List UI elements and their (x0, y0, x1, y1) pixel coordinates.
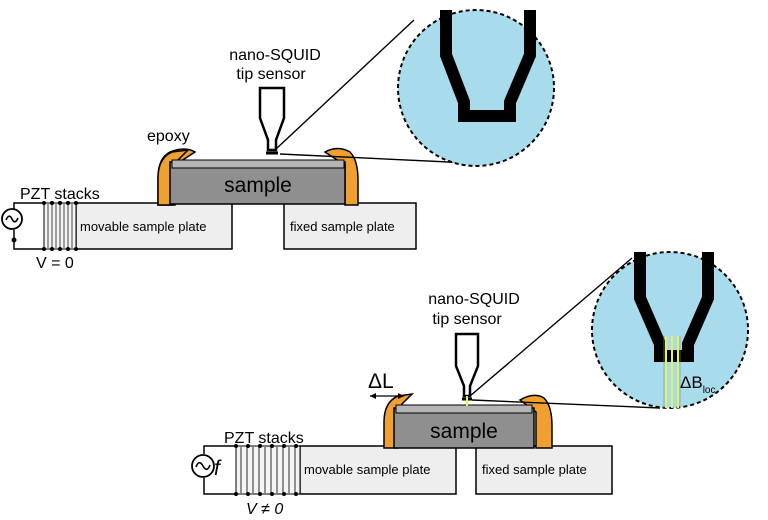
bottom-sample-label: sample (430, 420, 498, 443)
bottom-sensor-label-line2: tip sensor (432, 311, 502, 328)
bottom-sensor-label-line1: nano-SQUID (428, 291, 520, 308)
top-movable-plate-label: movable sample plate (80, 219, 206, 234)
bottom-frequency-label: f (214, 457, 222, 480)
top-sensor-label-line2: tip sensor (236, 66, 306, 83)
bottom-movable-plate-label: movable sample plate (304, 462, 430, 477)
bottom-pzt-layers (240, 446, 296, 494)
bottom-sample (393, 407, 535, 449)
top-pzt-label: PZT stacks (20, 186, 100, 203)
top-zoom-circle (397, 9, 555, 167)
bottom-squid-tip (454, 332, 480, 398)
bottom-zoom-tip-profile (634, 252, 714, 362)
top-squid-tip (258, 86, 286, 152)
top-panel: sample PZT stacks V = 0 movable sample p… (1, 9, 555, 272)
bottom-zoom-circle (591, 251, 749, 409)
bottom-displacement-label: ΔL (368, 370, 394, 393)
bottom-panel: sample PZT stacks f V ≠ 0 movable sample… (191, 251, 749, 518)
bottom-movable-plate (299, 445, 457, 495)
top-pzt-layers (47, 203, 73, 249)
top-fixed-plate-label: fixed sample plate (290, 219, 395, 234)
bottom-fixed-plate (475, 445, 613, 495)
bottom-fixed-plate-label: fixed sample plate (482, 462, 587, 477)
top-sensor-label-line1: nano-SQUID (229, 47, 321, 64)
bottom-pzt-stack (235, 445, 301, 495)
top-voltage-label: V = 0 (36, 255, 74, 272)
top-zoom-tip-profile (440, 10, 536, 122)
bottom-voltage-label: V ≠ 0 (246, 501, 283, 518)
bottom-field-label: ΔBloc (680, 373, 716, 396)
top-fixed-plate (283, 202, 417, 250)
bottom-field-label-sub: loc (703, 385, 716, 396)
top-sample (169, 161, 346, 205)
top-sample-label: sample (224, 174, 292, 197)
bottom-zoom-field-lines (665, 336, 679, 408)
bottom-field-label-main: ΔB (680, 373, 703, 392)
bottom-pzt-label: PZT stacks (224, 430, 304, 447)
top-movable-plate (75, 202, 233, 250)
top-epoxy-label: epoxy (147, 128, 190, 145)
top-pzt-electrode-dots (42, 201, 78, 251)
